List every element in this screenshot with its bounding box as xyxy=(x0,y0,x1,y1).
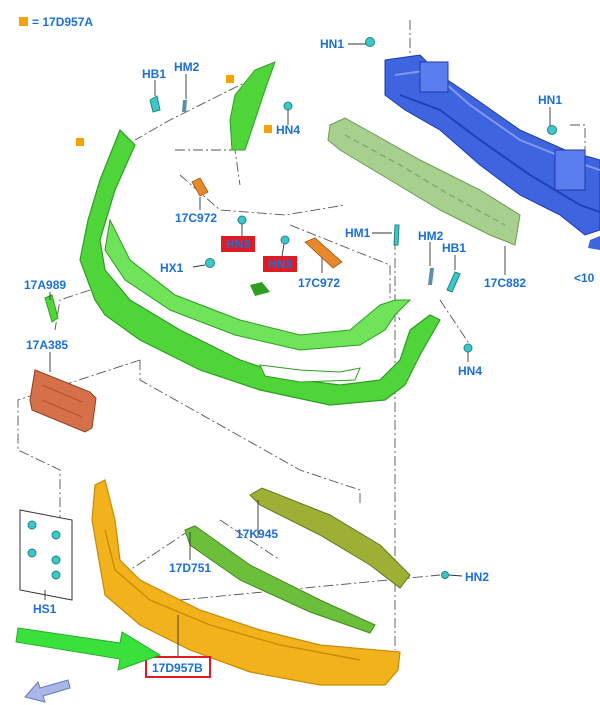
energy-absorber xyxy=(327,117,521,246)
lower-bumper-lip xyxy=(91,479,401,686)
label-hm2-left: HM2 xyxy=(174,60,200,74)
bumper-reinforcement-beam xyxy=(384,54,600,250)
marker-17d957a-3 xyxy=(264,125,272,133)
label-hn1-top: HN1 xyxy=(320,37,344,51)
green-pointer-arrow xyxy=(15,627,162,671)
label-17d751: 17D751 xyxy=(169,561,211,575)
brackets xyxy=(191,177,343,269)
marker-17d957a-1 xyxy=(76,138,84,146)
label-hn1-right: HN1 xyxy=(538,93,562,107)
legend-marker xyxy=(19,17,28,26)
fastener-sheet xyxy=(19,509,73,601)
label-17k945: 17K945 xyxy=(236,527,278,541)
leader-lines xyxy=(44,43,551,658)
label-hb1-left: HB1 xyxy=(142,67,166,81)
view-direction-icon xyxy=(24,679,71,703)
license-plate-bracket xyxy=(29,369,97,433)
label-hm1: HM1 xyxy=(345,226,371,240)
label-17a989: 17A989 xyxy=(24,278,66,292)
label-hn2: HN2 xyxy=(465,570,489,584)
grille-lower-strip xyxy=(184,525,376,634)
label-17c882: 17C882 xyxy=(484,276,526,290)
label-17d957b: 17D957B xyxy=(152,661,203,675)
label-hm2-right: HM2 xyxy=(418,229,444,243)
hn3-left-highlight xyxy=(221,236,255,252)
label-hs1: HS1 xyxy=(33,602,57,616)
d957b-highlight-frame xyxy=(145,656,211,678)
label-17a385: 17A385 xyxy=(26,338,68,352)
label-hn3-left: HN3 xyxy=(226,237,250,251)
bumper-cover xyxy=(44,61,441,406)
marker-17d957a-2 xyxy=(226,75,234,83)
label-hb1-right: HB1 xyxy=(442,241,466,255)
hn3-right-highlight xyxy=(263,256,297,272)
label-17c972-left: 17C972 xyxy=(175,211,217,225)
label-hn3-right: HN3 xyxy=(268,257,292,271)
label-17c972-right: 17C972 xyxy=(298,276,340,290)
legend-text: = 17D957A xyxy=(32,15,93,29)
label-hx1: HX1 xyxy=(160,261,184,275)
grille-upper-strip xyxy=(249,487,411,589)
label-hn4-top: HN4 xyxy=(276,123,300,137)
label-hn4-right: HN4 xyxy=(458,364,482,378)
label-cut-right: <10 xyxy=(574,271,595,285)
